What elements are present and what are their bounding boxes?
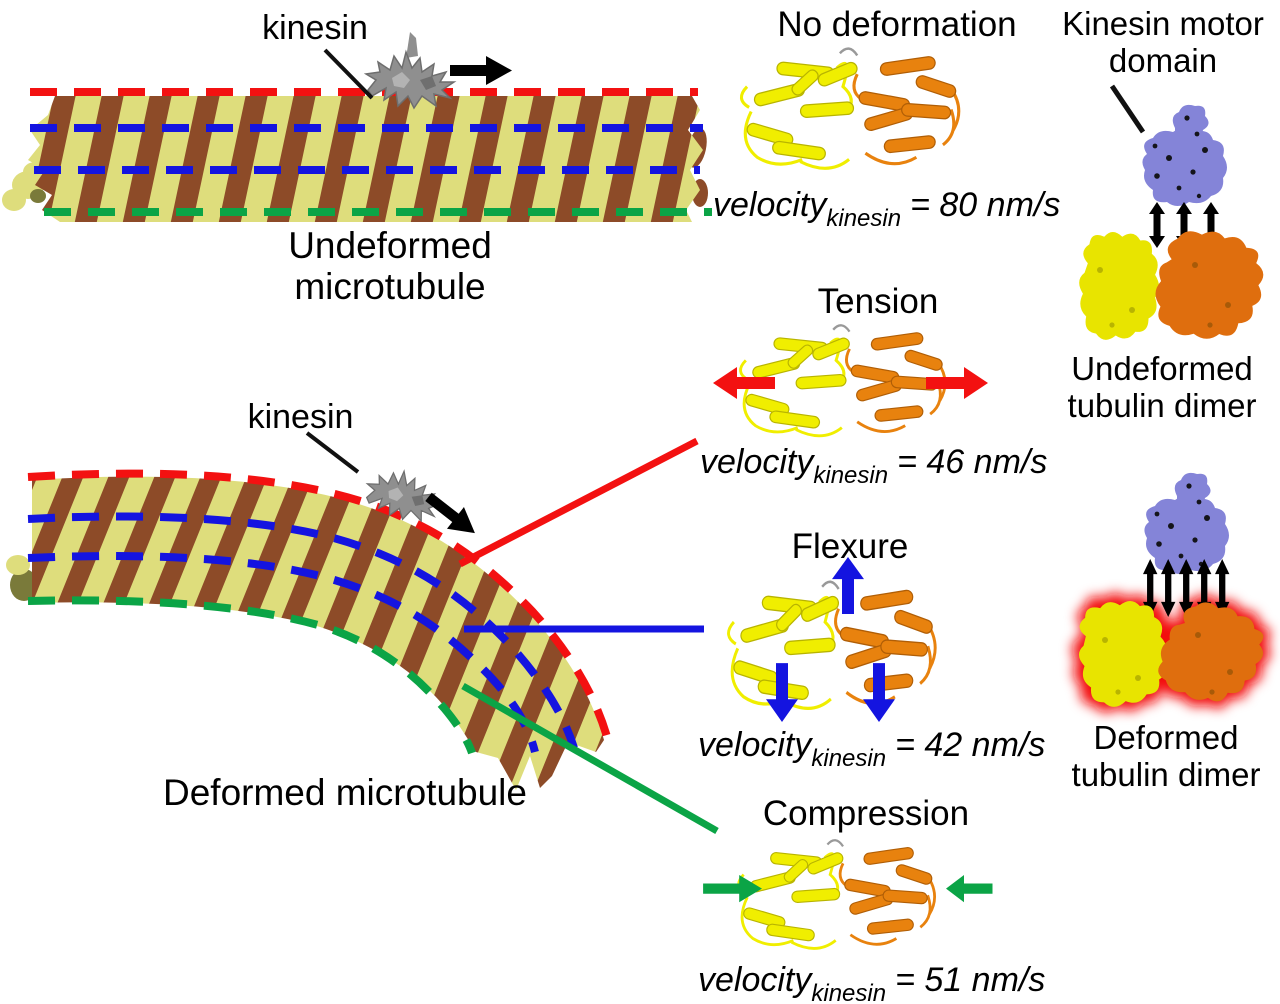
kinesin-label-deformed: kinesin [247,398,354,436]
deformed-microtubule-graphic [6,431,613,790]
compression-title: Compression [762,794,970,833]
tension-right-arrow-icon [926,367,988,399]
compression-connector-line [461,682,719,835]
kinesin-motor-domain-blob-deformed [1144,472,1229,574]
velocity-compression: velocitykinesin= 51 nm/s [698,961,1046,1004]
no-deformation-dimer-cartoon [739,47,961,170]
binding-arrow-icon [1149,202,1165,248]
kinesin-motor-domain-blob [1142,104,1227,206]
compression-left-arrow-icon [703,875,762,903]
velocity-tension: velocitykinesin= 46 nm/s [700,443,1048,489]
beta-tubulin-blob [1148,224,1272,347]
flexure-down-arrow-right-icon [863,663,895,722]
deformed-green-dashed-curve [27,596,476,755]
no-deformation-title: No deformation [777,5,1017,44]
deformed-microtubule-caption: Deformed microtubule [163,772,527,813]
flexure-dimer-cartoon [726,580,937,711]
undeformed-microtubule-graphic [2,32,712,222]
undeformed-microtubule-caption: Undeformed microtubule [288,225,492,307]
tension-connector-line [458,437,699,568]
kinesin-label-top: kinesin [262,9,368,47]
deformed-blue-dashed-curve-1 [27,512,578,750]
tension-title: Tension [817,282,939,321]
undeformed-tubulin-dimer-label: Undeformed tubulin dimer [1067,350,1257,424]
kinesin-direction-arrow-top [450,56,512,85]
deformed-tubulin-dimer-graphic [1072,472,1280,725]
velocity-flexure: velocitykinesin= 42 nm/s [698,726,1046,772]
kinesin-pointer-line-deformed [305,431,360,474]
motor-domain-pointer-line [1109,84,1146,134]
kinesin-motor-domain-label: Kinesin motor domain [1062,5,1264,79]
alpha-tubulin-blob [1079,231,1160,340]
kinesin-pointer-line-top [323,48,374,100]
flexure-title: Flexure [791,527,909,566]
compression-right-arrow-icon [946,875,993,903]
deformed-tubulin-dimer-label: Deformed tubulin dimer [1071,719,1261,793]
compression-dimer-cartoon [737,838,937,950]
deformed-red-dashed-curve [27,469,613,746]
undeformed-tubulin-dimer-graphic [1079,84,1272,347]
velocity-no-deformation: velocitykinesin= 80 nm/s [713,186,1061,232]
